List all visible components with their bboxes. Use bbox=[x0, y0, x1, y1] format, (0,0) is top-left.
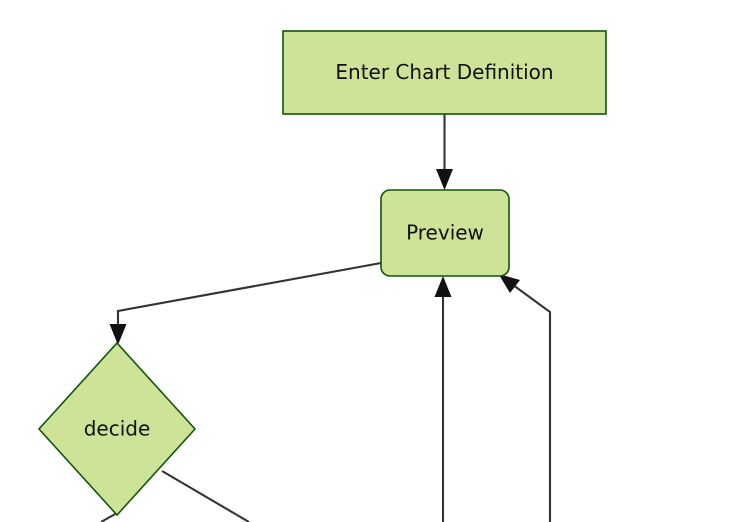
node-enter-chart-definition[interactable]: Enter Chart Definition bbox=[282, 30, 607, 115]
node-preview[interactable]: Preview bbox=[380, 189, 510, 277]
node-shape-rounded-rectangle bbox=[380, 189, 510, 277]
node-shape-rectangle bbox=[282, 30, 607, 115]
arrowhead-up-icon bbox=[434, 276, 452, 297]
node-label: decide bbox=[84, 417, 151, 441]
edge-bottom-center-to-preview bbox=[434, 276, 452, 522]
edge-decide-to-bottom-right bbox=[161, 470, 250, 522]
arrowhead-up-left-icon bbox=[498, 274, 520, 293]
node-shape-diamond bbox=[37, 341, 197, 517]
edge-line bbox=[100, 512, 118, 522]
edge-line bbox=[116, 261, 382, 333]
node-label: Enter Chart Definition bbox=[335, 60, 553, 84]
node-label: Preview bbox=[406, 221, 484, 245]
edge-line bbox=[161, 470, 250, 522]
node-decide[interactable]: decide bbox=[37, 341, 197, 517]
edge-preview-to-decide bbox=[109, 261, 382, 345]
edge-bottom-right-to-preview bbox=[498, 274, 552, 522]
arrowhead-down-icon bbox=[436, 169, 453, 190]
arrowhead-down-icon bbox=[109, 324, 127, 345]
edge-line bbox=[508, 281, 552, 522]
edge-enter-to-preview bbox=[436, 114, 453, 190]
edge-decide-to-bottom-left bbox=[100, 512, 118, 522]
